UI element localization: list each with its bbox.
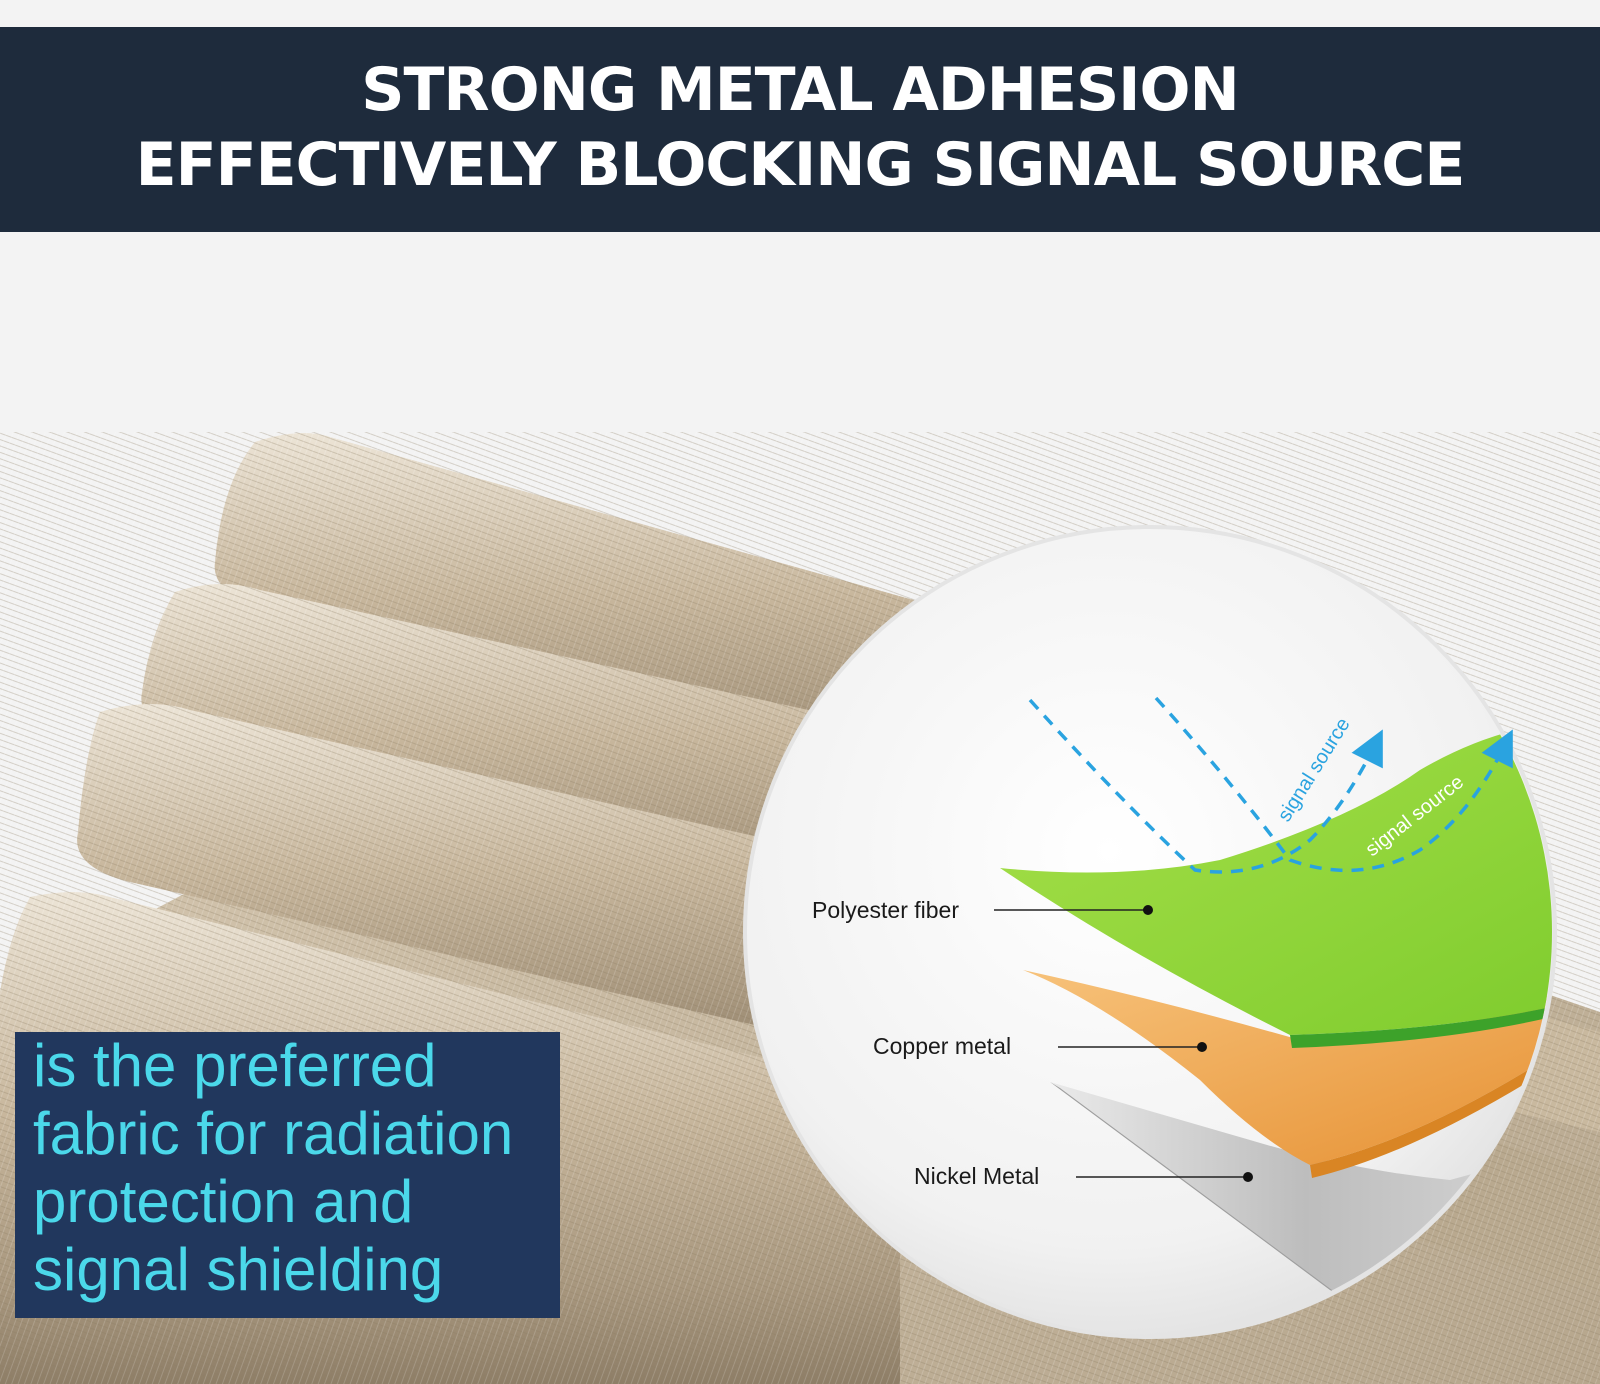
caption-line-2: fabric for radiation bbox=[33, 1100, 514, 1167]
polyester-label: Polyester fiber bbox=[812, 897, 959, 923]
copper-label: Copper metal bbox=[873, 1033, 1011, 1059]
signal-path-2 bbox=[1154, 696, 1513, 873]
headline-line-1: STRONG METAL ADHESION bbox=[361, 55, 1239, 125]
headline-line-2: EFFECTIVELY BLOCKING SIGNAL SOURCE bbox=[135, 130, 1466, 200]
caption-line-3: protection and bbox=[33, 1168, 414, 1235]
nickel-label: Nickel Metal bbox=[914, 1163, 1039, 1189]
copper-layer bbox=[1023, 970, 1552, 1165]
caption-line-4: signal shielding bbox=[33, 1236, 444, 1303]
signal-path-1 bbox=[1028, 698, 1383, 874]
caption-box: is the preferred fabric for radiation pr… bbox=[15, 1032, 560, 1318]
polyester-layer bbox=[1000, 725, 1552, 1035]
header-banner bbox=[0, 27, 1600, 232]
caption-line-1: is the preferred bbox=[33, 1032, 437, 1099]
